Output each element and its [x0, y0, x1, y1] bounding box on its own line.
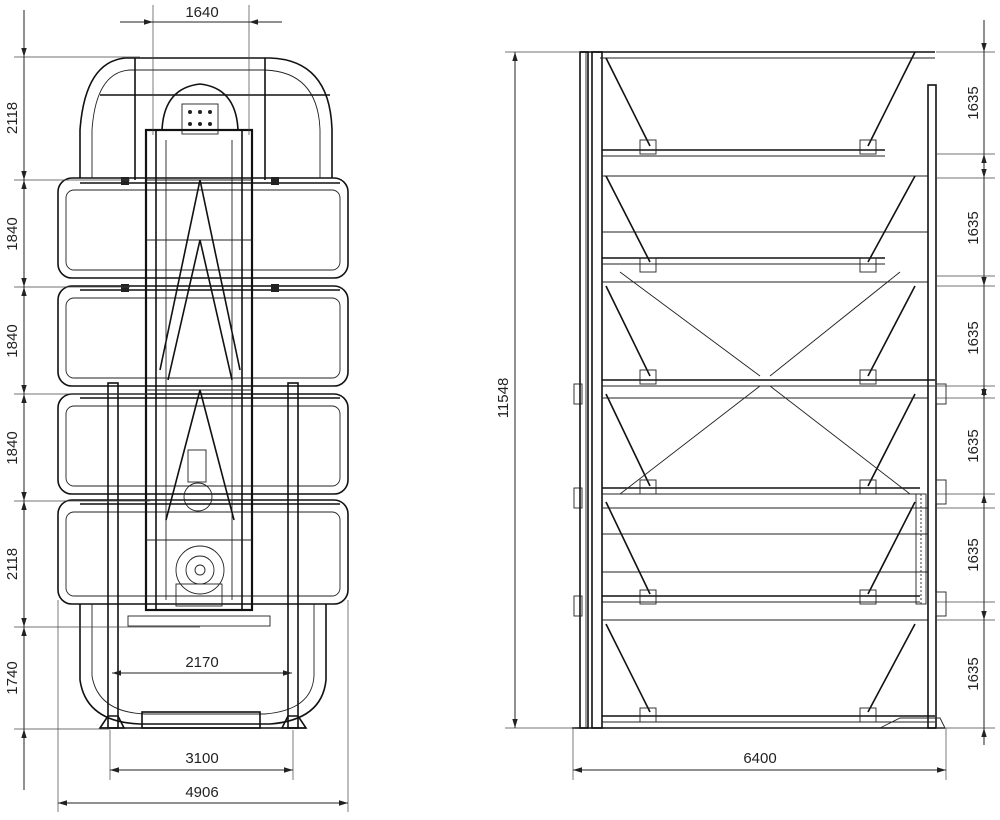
- dim-left-6: 1740: [4, 661, 21, 694]
- plan-dimensions: 1640 2118 1840 1840 1840 2118 1740 2170: [4, 4, 349, 812]
- dim-left-4: 1840: [4, 431, 21, 464]
- side-dimensions: 11548 1635 1635 1635 1635 1635 1635: [495, 20, 995, 780]
- plan-view: [57, 57, 349, 729]
- dim-right-1: 1635: [965, 86, 982, 119]
- hanger-arms: [605, 51, 916, 723]
- dim-left-3: 1840: [4, 324, 21, 357]
- dim-height-11548: 11548: [495, 378, 512, 419]
- dim-left-5: 2118: [4, 548, 21, 580]
- dim-top-1640: 1640: [185, 4, 218, 21]
- dim-right-2: 1635: [965, 211, 982, 244]
- dim-right-6: 1635: [965, 657, 982, 690]
- dim-right-4: 1635: [965, 429, 982, 462]
- dim-bottom-4906: 4906: [185, 784, 218, 801]
- dim-left-2: 1840: [4, 217, 21, 250]
- dim-right-3: 1635: [965, 321, 982, 354]
- dim-bottom-3100: 3100: [185, 750, 218, 767]
- side-view: [572, 51, 947, 729]
- dim-inner-2170: 2170: [185, 654, 218, 671]
- dim-width-6400: 6400: [743, 750, 776, 767]
- dim-left-1: 2118: [4, 102, 21, 134]
- pallet-levels: [602, 149, 935, 723]
- dim-right-5: 1635: [965, 538, 982, 571]
